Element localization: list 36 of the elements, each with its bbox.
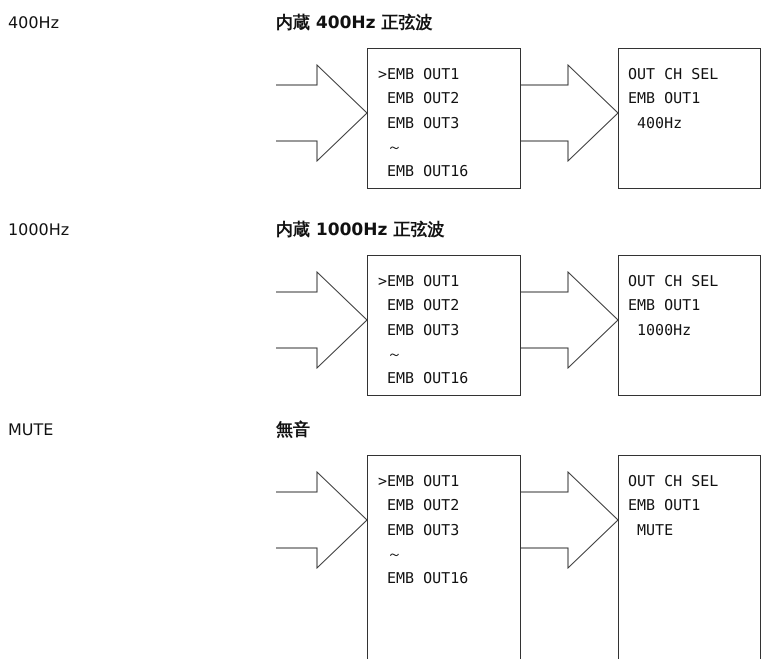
setting-label: 400Hz [8, 13, 59, 33]
display-screen-box [618, 455, 761, 659]
screen-text: ～ [387, 344, 402, 363]
screen-text: EMB OUT2 [387, 496, 460, 514]
screen-text: EMB OUT3 [387, 320, 460, 339]
screen-text: >EMB OUT1 [378, 472, 460, 490]
screen-text: ～ [387, 544, 402, 563]
screen-text: OUT CH SEL [628, 272, 718, 290]
screen-text: EMB OUT16 [387, 162, 468, 180]
setting-label: 1000Hz [8, 220, 70, 240]
setting-label: MUTE [8, 420, 54, 440]
screen-text: OUT CH SEL [628, 65, 718, 83]
menu-screen-box [367, 48, 521, 189]
menu-screen-box [367, 255, 521, 396]
screen-text: >EMB OUT1 [378, 272, 460, 290]
section-heading: 無音 [276, 420, 310, 440]
screen-text: 1000Hz [637, 320, 692, 339]
screen-text: EMB OUT2 [387, 89, 460, 108]
section-heading: 内蔵 1000Hz 正弦波 [276, 220, 444, 240]
screen-text: EMB OUT1 [628, 296, 700, 314]
screen-text: EMB OUT3 [387, 114, 460, 132]
screen-text: MUTE [637, 520, 674, 539]
screen-text: EMB OUT16 [387, 569, 468, 588]
section-heading: 内蔵 400Hz 正弦波 [276, 13, 432, 33]
screen-text: ～ [387, 138, 402, 156]
screen-text: EMB OUT2 [387, 296, 460, 314]
screen-text: OUT CH SEL [628, 472, 718, 490]
screen-text: 400Hz [637, 114, 682, 132]
display-screen-box [618, 255, 761, 396]
screen-text: EMB OUT1 [628, 89, 700, 108]
screen-text: >EMB OUT1 [378, 65, 460, 83]
screen-text: EMB OUT3 [387, 520, 460, 539]
display-screen-box [618, 48, 761, 189]
menu-screen-box [367, 455, 521, 659]
screen-text: EMB OUT1 [628, 496, 700, 514]
screen-text: EMB OUT16 [387, 369, 468, 388]
